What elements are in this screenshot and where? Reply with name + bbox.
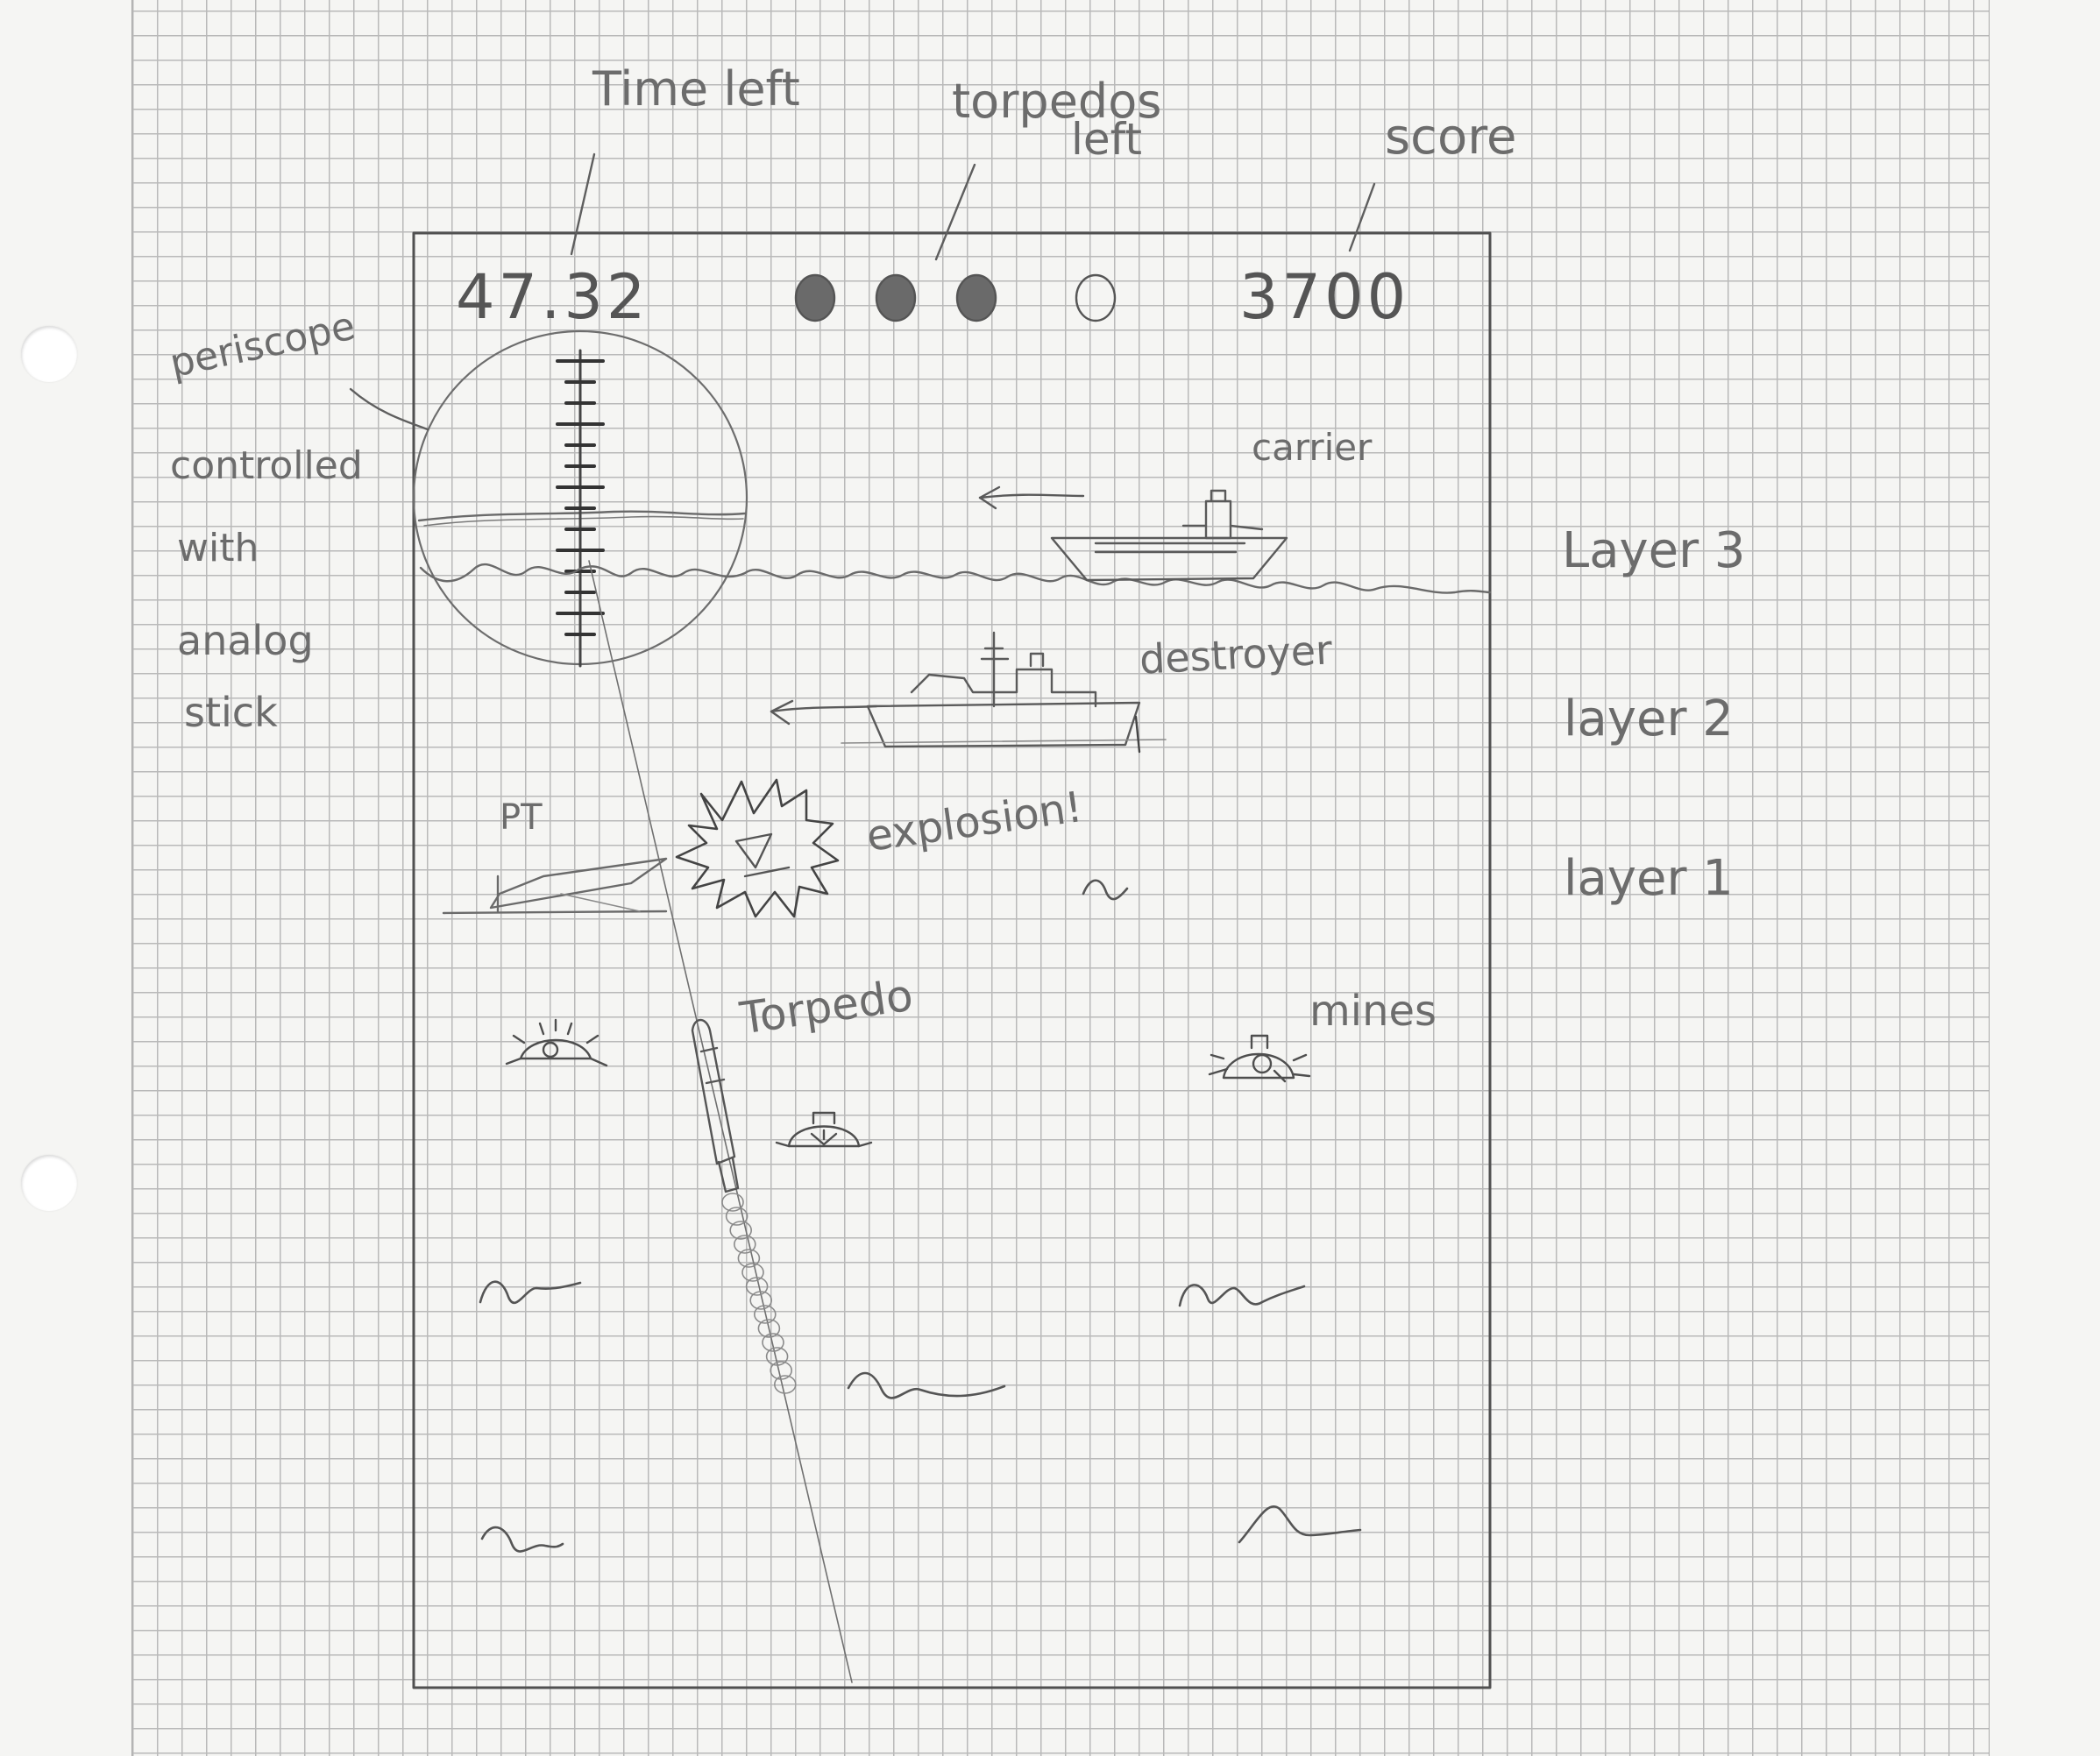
wake-bubble — [753, 1305, 777, 1324]
torpedoes-left-label-line2: left — [1071, 114, 1142, 165]
layer-2-label: layer 2 — [1564, 690, 1734, 747]
score-pointer — [1348, 182, 1376, 252]
mine-icon — [505, 1018, 608, 1067]
score-value: 3700 — [1239, 261, 1410, 333]
time-left-pointer — [570, 152, 596, 256]
mines-label: mines — [1309, 987, 1437, 1036]
torpedoes-left-pointer — [934, 163, 976, 261]
game-screen-frame — [412, 231, 1492, 1689]
wake-bubble — [737, 1249, 761, 1268]
wake-bubble — [733, 1235, 756, 1254]
wake-bubble — [721, 1193, 744, 1212]
pt-label: PT — [500, 797, 543, 838]
destroyer-ship-icon — [770, 631, 1167, 754]
wave-icon — [479, 879, 1362, 1553]
periscope-label-line2: controlled — [170, 443, 363, 488]
mine-icon — [775, 1111, 873, 1148]
aim-line — [588, 560, 853, 1683]
punch-hole-top — [21, 326, 77, 382]
carrier-label: carrier — [1252, 426, 1373, 469]
ocean-surface-wave — [419, 563, 1492, 594]
punch-hole-bottom — [21, 1155, 77, 1211]
periscope-label-line3: with — [177, 526, 259, 570]
torpedoes-left-label: torpedos — [952, 74, 1162, 129]
torpedo-available-icon — [875, 273, 917, 322]
wake-bubble — [757, 1319, 781, 1338]
destroyer-label: destroyer — [1138, 626, 1334, 683]
torpedo-wake — [721, 1193, 797, 1394]
periscope-pointer — [349, 387, 429, 431]
wake-bubble — [770, 1361, 793, 1380]
mine-icon — [1208, 1034, 1311, 1083]
torpedo-available-icon — [794, 273, 836, 322]
torpedo-count-icons — [794, 273, 1117, 322]
wake-bubble — [745, 1277, 769, 1296]
wake-bubble — [762, 1333, 784, 1352]
torpedo-icon — [691, 1018, 740, 1193]
wake-bubble — [725, 1207, 748, 1226]
periscope-label-line5: stick — [184, 689, 278, 736]
wake-bubble — [765, 1347, 789, 1366]
wake-bubble — [773, 1375, 797, 1394]
periscope-view — [412, 329, 748, 668]
pt-boat-icon — [442, 857, 668, 915]
carrier-ship-icon — [978, 485, 1288, 582]
time-left-label: Time left — [592, 61, 800, 117]
torpedo-used-icon — [1075, 273, 1117, 322]
graph-grid — [131, 0, 1990, 1756]
torpedo-available-icon — [955, 273, 997, 322]
periscope-label-line4: analog — [177, 617, 314, 664]
layer-1-label: layer 1 — [1564, 850, 1734, 907]
crosshair-icon — [556, 359, 605, 636]
wake-bubble — [729, 1221, 753, 1240]
time-left-value: 47.32 — [456, 261, 649, 333]
wake-bubble — [741, 1263, 764, 1282]
layer-3-label: Layer 3 — [1562, 522, 1746, 579]
explosion-icon — [675, 778, 840, 918]
score-label: score — [1385, 109, 1517, 166]
wake-bubble — [749, 1291, 773, 1310]
